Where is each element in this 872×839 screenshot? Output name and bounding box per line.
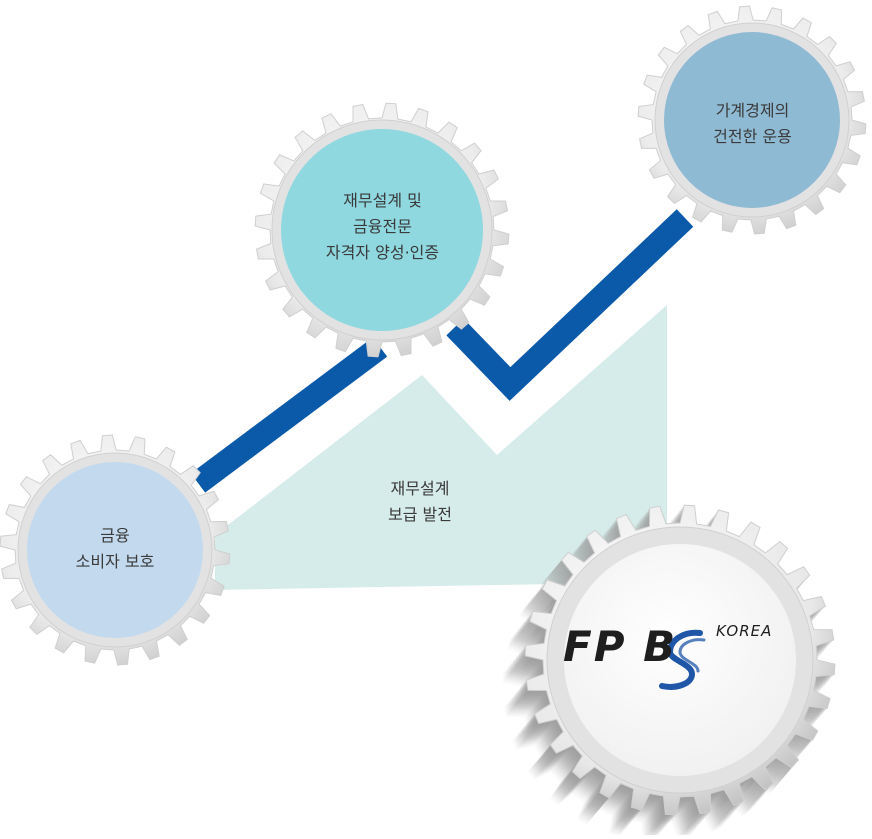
- logo-wordmark: FP B: [563, 622, 678, 671]
- fpsb-korea-logo: FP B KOREA: [563, 622, 793, 682]
- gear-face: [281, 129, 483, 331]
- logo-korea-text: KOREA: [716, 622, 773, 640]
- area-label: 재무설계 보급 발전: [340, 476, 500, 528]
- arrow-segment-2: [446, 209, 694, 401]
- node-household-economy-label: 가계경제의 건전한 운용: [670, 98, 835, 150]
- gear-consumer-protection: [0, 434, 231, 666]
- node-line: 가계경제의: [715, 101, 790, 120]
- growth-area: [215, 305, 667, 590]
- node-line: 재무설계 및: [343, 191, 422, 210]
- arrow-segment-1: [190, 337, 388, 493]
- fpsb-s-mark-icon: [659, 629, 706, 690]
- gear-face: [664, 32, 840, 208]
- gear-face: [27, 462, 203, 638]
- area-label-line: 재무설계: [390, 479, 450, 498]
- node-line: 금융전문: [353, 217, 412, 236]
- area-label-line: 보급 발전: [388, 505, 452, 524]
- s-mark-stroke-1: [659, 629, 703, 690]
- node-consumer-protection-label: 금융 소비자 보호: [45, 523, 185, 575]
- gear-household-economy: [637, 5, 867, 235]
- node-certification-label: 재무설계 및 금융전문 자격자 양성·인증: [290, 188, 475, 266]
- node-line: 소비자 보호: [75, 552, 155, 571]
- node-line: 자격자 양성·인증: [325, 243, 440, 262]
- s-mark-stroke-2: [678, 638, 706, 673]
- gear-certification: [254, 102, 510, 358]
- growth-arrow: [190, 209, 694, 493]
- node-line: 건전한 운용: [713, 127, 792, 146]
- node-line: 금융: [100, 526, 130, 545]
